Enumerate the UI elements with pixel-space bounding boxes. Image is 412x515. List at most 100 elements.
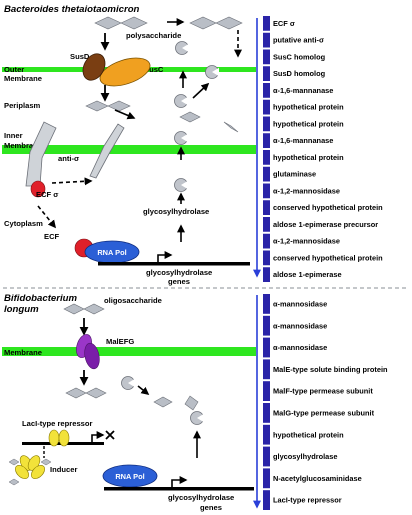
pacman-bl-2 xyxy=(190,411,205,425)
inner-membrane-label-1: Inner xyxy=(4,131,23,140)
bt-gene-label: α-1,6-mannanase xyxy=(273,136,333,145)
bl-gene-block xyxy=(263,424,270,445)
genes-top-label-1: glycosylhydrolase xyxy=(146,268,212,277)
pacman-outside xyxy=(175,41,190,55)
anti-sigma-label: anti-σ xyxy=(58,154,80,163)
promoter-arrow-bottom xyxy=(171,476,188,487)
genes-bottom-label-1: glycosylhydrolase xyxy=(168,493,234,502)
bl-gene-block xyxy=(263,381,270,401)
pacman-bl-1 xyxy=(121,376,136,390)
anti-sigma-released xyxy=(89,123,125,179)
polysaccharide-label: polysaccharide xyxy=(126,31,181,40)
bt-gene-block xyxy=(263,267,270,282)
pacman-membrane xyxy=(205,65,220,79)
bl-gene-block xyxy=(263,468,270,489)
bt-gene-label: hypothetical protein xyxy=(273,103,344,112)
bl-gene-label: α-mannosidase xyxy=(273,321,327,330)
oligosaccharide-inside xyxy=(65,387,107,399)
bl-gene-block xyxy=(263,403,270,423)
polysaccharide-chain xyxy=(94,16,243,30)
bl-gene-block xyxy=(263,359,270,380)
bt-gene-label: SusD homolog xyxy=(273,69,326,78)
bl-gene-list: α-mannosidase α-mannosidase α-mannosidaseM… xyxy=(263,294,388,510)
bl-membrane-label: Membrane xyxy=(4,348,42,357)
bl-gene-label: glycosylhydrolase xyxy=(273,452,338,461)
pacman-periplasm xyxy=(174,94,189,108)
susd-label: SusD xyxy=(70,52,90,61)
bl-gene-block xyxy=(263,337,270,358)
bl-gene-label: LacI-type repressor xyxy=(273,496,342,505)
inner-membrane-label-2: Membrane xyxy=(4,141,42,150)
oligosaccharide-label: oligosaccharide xyxy=(104,296,162,305)
bl-gene-label: α-mannosidase xyxy=(273,343,327,352)
bt-gene-block xyxy=(263,250,270,266)
bt-gene-block xyxy=(263,233,270,249)
fragment-periplasm-1 xyxy=(179,111,201,123)
bt-gene-label: conserved hypothetical protein xyxy=(273,253,383,262)
dashed-arrow-release xyxy=(37,205,57,229)
bt-gene-label: hypothetical protein xyxy=(273,153,344,162)
bt-gene-label: α-1,2-mannosidase xyxy=(273,237,340,246)
bt-title: Bacteroides thetaiotaomicron xyxy=(4,4,140,15)
bl-gene-label: MalE-type solute binding protein xyxy=(273,365,388,374)
bt-gene-block xyxy=(263,183,270,199)
bl-gene-label: MalG-type permease subunit xyxy=(273,409,375,418)
dna-bottom xyxy=(104,487,254,491)
rna-pol-top-label: RNA Pol xyxy=(97,248,126,257)
bt-gene-block xyxy=(263,49,270,65)
repression-x-icon xyxy=(105,430,115,440)
susc-protein xyxy=(99,57,151,87)
pacman-cytoplasm xyxy=(174,178,189,192)
anti-sigma-protein xyxy=(25,121,57,187)
promoter-arrow-top xyxy=(157,251,173,262)
malefg-protein-2 xyxy=(84,342,100,370)
outer-membrane-label-1: Outer xyxy=(4,65,24,74)
fragment-bl-2 xyxy=(184,395,199,411)
bt-gene-label: α-1,2-mannosidase xyxy=(273,186,340,195)
oligosaccharide-outside xyxy=(63,303,105,315)
bt-gene-label: aldose 1-epimerase precursor xyxy=(273,220,378,229)
inducer-label: Inducer xyxy=(50,465,77,474)
laci-dimer-a xyxy=(48,429,60,447)
cytoplasm-label: Cytoplasm xyxy=(4,219,43,228)
bt-gene-block xyxy=(263,133,270,148)
susc-label: SusC xyxy=(144,65,164,74)
bt-gene-label: ECF σ xyxy=(273,19,295,28)
bt-gene-block xyxy=(263,99,270,115)
periplasm-label: Periplasm xyxy=(4,101,41,110)
ecf-sigma-bound xyxy=(30,180,46,198)
oligosaccharide-periplasm xyxy=(85,100,131,112)
bt-gene-label: hypothetical protein xyxy=(273,119,344,128)
promoter-arrow-repressed xyxy=(91,431,105,442)
fragment-periplasm-2 xyxy=(223,121,239,133)
bt-gene-block xyxy=(263,83,270,98)
bt-gene-block xyxy=(263,166,270,182)
ecf-sigma-label: ECF σ xyxy=(36,190,59,199)
bt-gene-label: conserved hypothetical protein xyxy=(273,203,383,212)
bl-gene-label: α-mannosidase xyxy=(273,300,327,309)
bt-gene-block xyxy=(263,32,270,48)
bt-gene-label: α-1,6-mannanase xyxy=(273,86,333,95)
arrow-diag-inner xyxy=(114,109,136,120)
bl-gene-block xyxy=(263,315,270,336)
bl-gene-label: N-acetylglucosaminidase xyxy=(273,474,362,483)
ecf-label: ECF xyxy=(44,232,60,241)
bt-gene-block xyxy=(263,66,270,81)
bt-gene-block xyxy=(263,200,270,215)
arrow-diag-bl xyxy=(137,385,150,395)
bl-gene-block xyxy=(263,294,270,314)
fragment-bl-1 xyxy=(153,396,173,408)
genes-top-label-2: genes xyxy=(168,277,190,286)
dna-top xyxy=(98,262,250,266)
bl-gene-label: hypothetical protein xyxy=(273,430,344,439)
bt-inner-membrane xyxy=(2,145,256,154)
bt-gene-block xyxy=(263,217,270,232)
bt-gene-label: putative anti-σ xyxy=(273,36,324,45)
bl-gene-label: MalF-type permease subunit xyxy=(273,387,373,396)
malefg-label: MalEFG xyxy=(106,337,134,346)
bl-gene-block xyxy=(263,490,270,510)
bt-gene-block xyxy=(263,116,270,132)
bt-gene-block xyxy=(263,16,270,31)
repressor-inducer-complex xyxy=(8,455,52,486)
